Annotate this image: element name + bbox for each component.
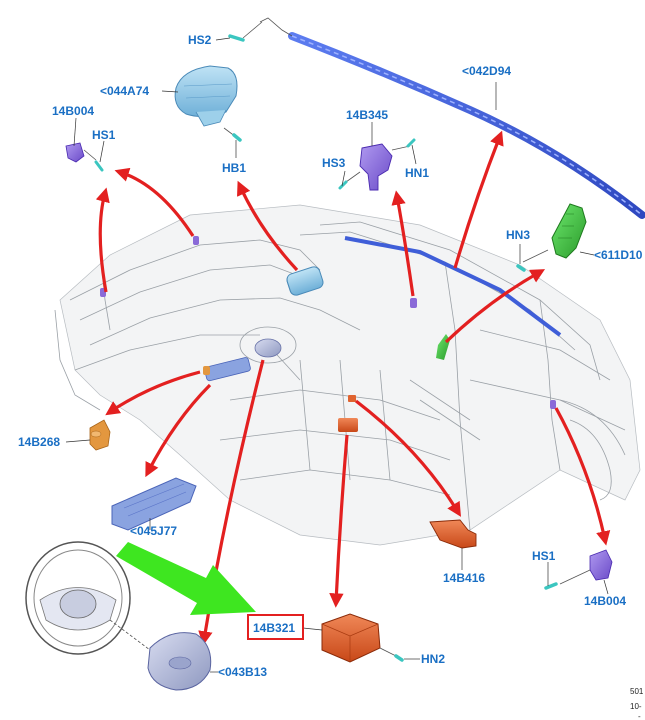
passenger-airbag-044a74-part (174, 65, 238, 127)
bolt-hb1-part (223, 127, 242, 142)
sensor-14b416-part (429, 519, 477, 549)
label-611d10: <611D10 (594, 248, 643, 262)
label-044a74: <044A74 (100, 84, 149, 98)
label-14b004-left: 14B004 (52, 104, 94, 118)
label-hn2: HN2 (421, 652, 445, 666)
label-hn3: HN3 (506, 228, 530, 242)
leader-lines (65, 37, 609, 673)
green-highlight-arrow (116, 542, 256, 615)
arrow-to-611d10 (444, 269, 546, 344)
footer-codes: 501 10- - (630, 687, 644, 720)
label-14b345: 14B345 (346, 108, 388, 122)
label-14b268: 14B268 (18, 435, 60, 449)
arrow-to-044a74 (237, 180, 299, 272)
sensor-14b345-installed (410, 298, 417, 308)
part-labels: HS2 <044A74 <042D94 14B004 HS1 HB1 14B34… (18, 33, 643, 679)
passenger-airbag-dash-part (286, 266, 324, 296)
label-hs1-right: HS1 (532, 549, 556, 563)
arrow-to-14b345 (391, 190, 415, 297)
footer-line-2: 10- (630, 702, 642, 711)
knee-airbag-045j77-part (111, 477, 197, 531)
label-hs2-top: HS2 (188, 33, 212, 47)
sensor-14b416-installed (348, 395, 356, 402)
arrow-to-042d94 (453, 130, 504, 269)
arrow-to-14b004-right (554, 407, 611, 546)
arrow-to-045j77 (145, 383, 212, 478)
highlight-box-14b321 (247, 614, 304, 640)
arrow-to-14b268 (105, 370, 201, 416)
arrow-to-hs1-left (114, 167, 195, 237)
module-611d10-part (516, 203, 587, 272)
bolt-hs2-part (228, 21, 263, 42)
sensor-14b004-right-installed (550, 400, 556, 409)
bolt-hs1-left-part (94, 160, 104, 172)
label-043b13: <043B13 (218, 665, 267, 679)
label-045j77: <045J77 (130, 524, 177, 538)
sensor-14b345-part (338, 138, 416, 191)
driver-airbag-043b13-part (147, 632, 212, 691)
footer-line-3: - (638, 712, 641, 720)
curtain-airbag-installed (344, 236, 562, 337)
label-hs1-left: HS1 (92, 128, 116, 142)
label-hb1: HB1 (222, 161, 246, 175)
restraint-module-14b321-part (321, 613, 404, 663)
label-14b004-right: 14B004 (584, 594, 626, 608)
sensor-14b268-part (89, 419, 111, 451)
arrow-to-14b416 (355, 399, 462, 517)
footer-line-1: 501 (630, 687, 644, 696)
module-14b321-installed (338, 418, 358, 432)
steering-wheel-part (25, 541, 151, 655)
label-042d94: <042D94 (462, 64, 511, 78)
arrow-to-14b004-left (95, 187, 110, 293)
label-hn1: HN1 (405, 166, 429, 180)
curtain-airbag-042d94-part (259, 17, 645, 219)
driver-airbag-installed (254, 338, 282, 358)
label-hs3: HS3 (322, 156, 346, 170)
label-14b321: 14B321 (253, 621, 295, 635)
callout-arrows (95, 130, 611, 646)
arrow-to-14b321 (329, 434, 349, 608)
sensor-hs1-left-installed (193, 236, 199, 245)
label-14b416: 14B416 (443, 571, 485, 585)
sensor-14b004-right-part (544, 549, 613, 590)
vehicle-body-wireframe (54, 204, 641, 546)
sensor-14b268-installed (203, 366, 210, 375)
sensor-14b004-left-part (65, 142, 97, 163)
